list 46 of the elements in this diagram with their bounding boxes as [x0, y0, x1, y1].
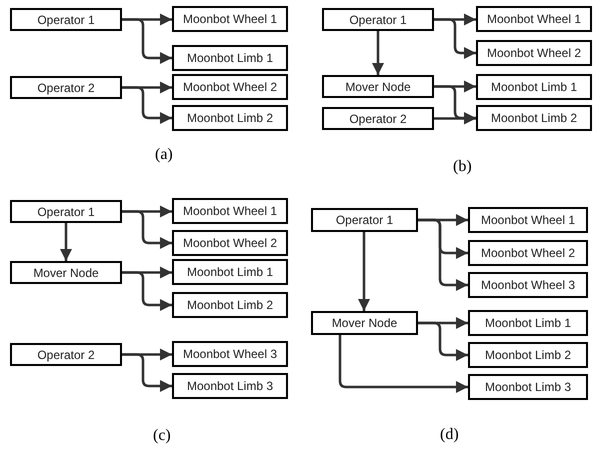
process-box: Operator 2 [322, 107, 434, 130]
process-box: Moonbot Wheel 3 [468, 272, 588, 298]
arrow [122, 271, 172, 311]
panel-caption: (b) [453, 159, 472, 175]
process-box: Moonbot Limb 3 [172, 373, 288, 399]
process-box: Moonbot Limb 2 [468, 342, 588, 368]
process-box: Mover Node [10, 261, 122, 284]
arrow [434, 18, 476, 59]
process-box: Moonbot Wheel 1 [172, 198, 288, 224]
process-box: Mover Node [322, 75, 434, 98]
process-box: Moonbot Wheel 1 [468, 207, 588, 233]
panel-caption: (a) [155, 147, 173, 163]
process-box: Moonbot Wheel 1 [476, 6, 592, 32]
process-box: Moonbot Limb 1 [172, 259, 288, 285]
panel-caption: (d) [440, 427, 459, 443]
process-box: Moonbot Wheel 3 [172, 341, 288, 367]
arrow [122, 210, 172, 249]
process-box: Moonbot Wheel 2 [172, 74, 288, 100]
process-box: Moonbot Limb 2 [172, 292, 288, 318]
process-box: Operator 1 [311, 208, 418, 232]
arrow [358, 232, 370, 311]
process-box: Moonbot Limb 2 [172, 105, 288, 131]
process-box: Mover Node [311, 311, 418, 335]
process-box: Operator 1 [10, 200, 122, 223]
arrow [122, 18, 172, 64]
arrow [60, 223, 72, 261]
process-box: Moonbot Wheel 2 [468, 240, 588, 266]
process-box: Moonbot Limb 1 [476, 74, 592, 100]
arrow [418, 322, 468, 361]
arrow [418, 218, 468, 291]
process-box: Operator 2 [10, 76, 122, 99]
arrow [122, 353, 172, 392]
process-box: Moonbot Wheel 2 [476, 40, 592, 66]
arrow [338, 335, 468, 393]
process-box: Moonbot Wheel 2 [172, 230, 288, 256]
process-box: Moonbot Wheel 1 [172, 6, 288, 32]
arrow [372, 31, 384, 75]
process-box: Moonbot Limb 1 [172, 45, 288, 71]
panel-caption: (c) [153, 428, 171, 444]
process-box: Operator 1 [10, 8, 122, 31]
process-box: Operator 1 [322, 8, 434, 31]
process-box: Moonbot Limb 3 [468, 374, 588, 400]
process-box: Moonbot Limb 2 [476, 105, 592, 131]
process-box: Operator 2 [10, 343, 122, 366]
process-box: Moonbot Limb 1 [468, 310, 588, 336]
arrow [122, 86, 172, 124]
